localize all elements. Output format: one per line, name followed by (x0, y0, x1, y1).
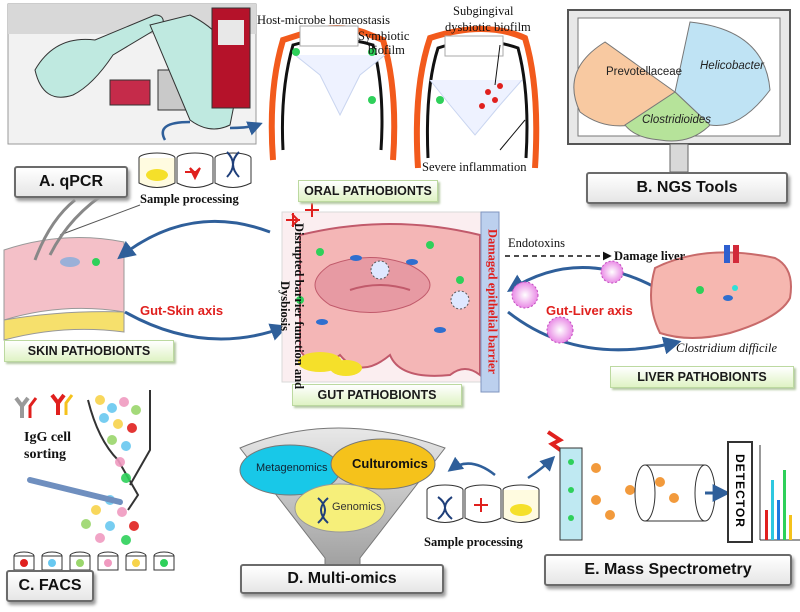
oral-pathobionts-label: ORAL PATHOBIONTS (298, 180, 438, 202)
skin-drawing (3, 188, 125, 341)
multiomics-panel-label: D. Multi-omics (240, 564, 444, 594)
facs-drawing (13, 390, 175, 571)
ngs-panel-label: B. NGS Tools (586, 172, 788, 204)
subgingival-label: Subgingival (453, 4, 514, 18)
disrupted-line-1: Disrupted barrier function and (292, 222, 306, 390)
sample-tubes-bottom (426, 484, 540, 523)
qpcr-photo (7, 3, 257, 145)
disrupted-barrier-label: Disrupted barrier function and Dysbiosis (278, 206, 306, 406)
dysbiotic-biofilm-label: dysbiotic biofilm (445, 20, 531, 34)
epithelial-barrier-bar (480, 211, 500, 393)
qpcr-panel-label: A. qPCR (14, 166, 128, 198)
symbiotic-biofilm-label: biofilm (368, 43, 405, 57)
damage-liver-label: Damage liver (614, 249, 686, 263)
endotoxins-label: Endotoxins (508, 236, 565, 250)
ngs-slice-clostridioides: Clostridioides (642, 114, 712, 126)
facs-collection-tubes (13, 551, 175, 571)
igg-sorting-line1: IgG cell (24, 430, 72, 445)
gut-liver-axis-label: Gut-Liver axis (546, 303, 633, 318)
sample-processing-top-label: Sample processing (140, 192, 239, 206)
culturomics-label: Culturomics (352, 456, 428, 471)
gut-drawing (281, 203, 493, 383)
detector-label: DETECTOR (733, 454, 747, 528)
igg-sorting-line2: sorting (24, 447, 66, 462)
multiomics-funnel (239, 427, 446, 579)
gut-skin-axis-label: Gut-Skin axis (140, 303, 224, 318)
ngs-monitor (567, 9, 791, 173)
liver-pathobionts-label: LIVER PATHOBIONTS (610, 366, 794, 388)
facs-panel-label: C. FACS (6, 570, 94, 602)
mass-spec-panel-label: E. Mass Spectrometry (544, 554, 792, 586)
tooth-healthy (268, 25, 398, 161)
symbiotic-label: Symbiotic (358, 29, 410, 43)
tooth-dysbiotic (413, 26, 540, 169)
sample-processing-bottom-label: Sample processing (424, 535, 523, 549)
homeostasis-label: Host-microbe homeostasis (257, 13, 390, 27)
sample-tubes-top (138, 151, 252, 188)
severe-inflammation-label: Severe inflammation (422, 160, 527, 174)
gut-pathobionts-label: GUT PATHOBIONTS (292, 384, 462, 406)
ngs-slice-helicobacter: Helicobacter (700, 60, 764, 72)
genomics-label: Genomics (332, 501, 382, 513)
damaged-barrier-label: Damaged epithelial barrier (485, 228, 500, 375)
mass-spec-drawing (546, 430, 800, 543)
clostridium-difficile-label: Clostridium difficile (676, 341, 778, 355)
skin-pathobionts-label: SKIN PATHOBIONTS (4, 340, 174, 362)
ngs-slice-prevotellaceae: Prevotellaceae (606, 66, 683, 78)
liver-drawing (650, 245, 792, 339)
disrupted-line-2: Dysbiosis (278, 280, 292, 332)
metagenomics-label: Metagenomics (256, 462, 328, 474)
